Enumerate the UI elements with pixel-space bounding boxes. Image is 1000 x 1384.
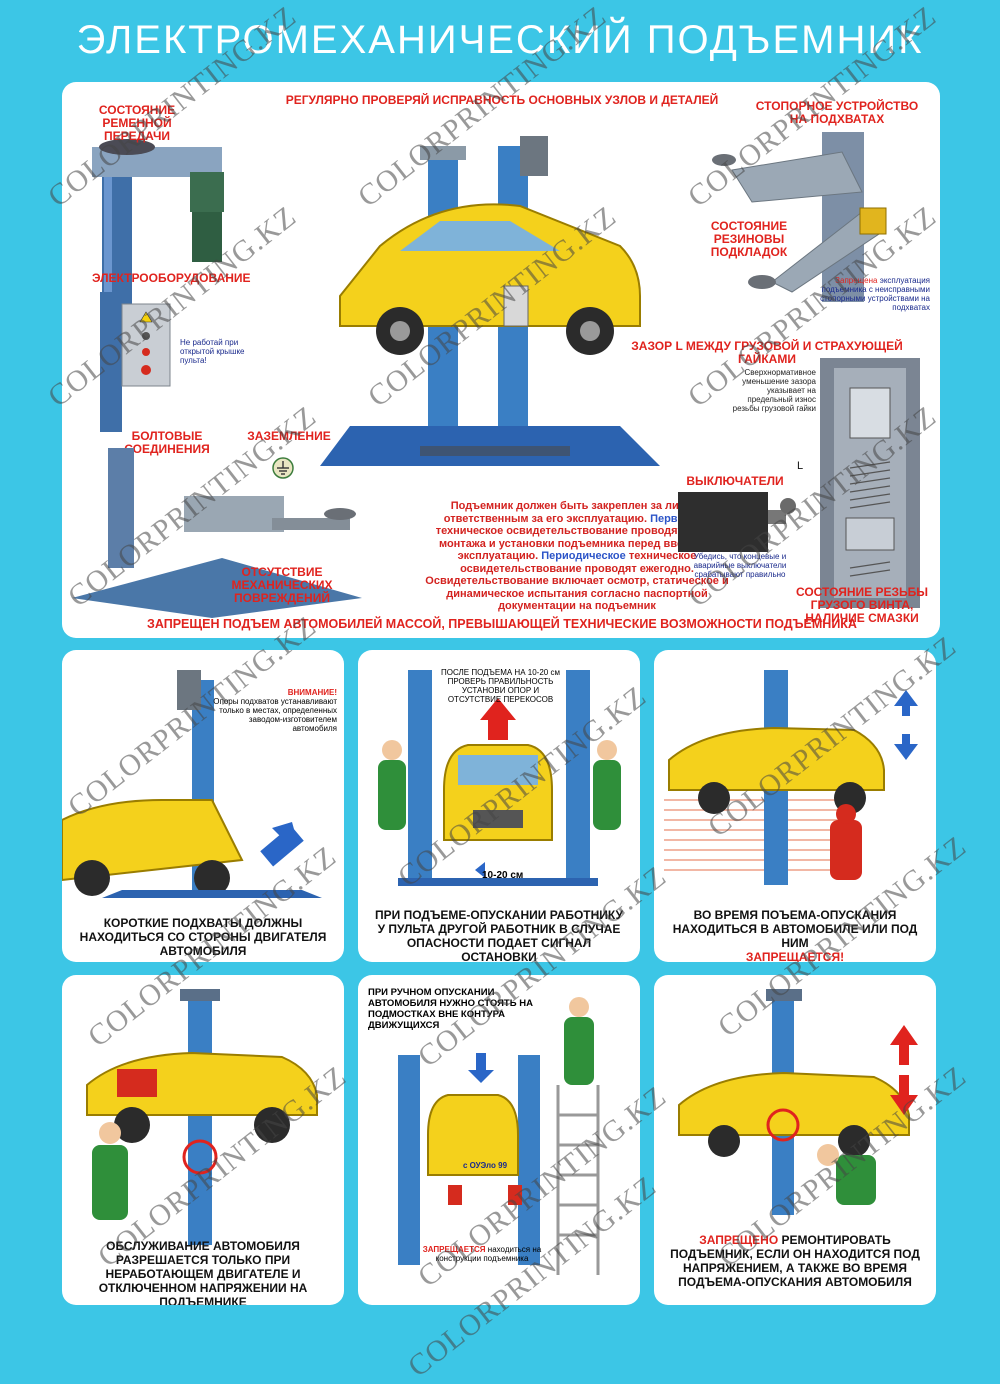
main-lift-illustration [320,136,660,466]
card3-illustration [664,670,918,885]
card-no-people: ВО ВРЕМЯ ПОЪЕМА-ОПУСКАНИЯ НАХОДИТЬСЯ В А… [654,650,936,962]
card6-illustration [678,989,918,1215]
card3-warning: ЗАПРЕЩАЕТСЯ! [745,950,845,962]
gap-note: Сверхнормативное уменьшение зазора указы… [732,368,816,413]
card4-caption: ОБСЛУЖИВАНИЕ АВТОМОБИЛЯ РАЗРЕШАЕТСЯ ТОЛЬ… [98,1239,308,1305]
gap-dimension: L [797,460,804,472]
grounding-label: ЗАЗЕМЛЕНИЕ [247,429,331,443]
switches-note: Убедись, что концевые и аварийные выключ… [693,552,787,579]
card-no-repair: ЗАПРЕЩЕНО РЕМОНТИРОВАТЬ ПОДЪЕМНИК, ЕСЛИ … [654,975,936,1305]
screw-thread-label: СОСТОЯНИЕ РЕЗЬБЫ ГРУЗОГО ВИНТА, НАЛИЧИЕ … [795,585,929,625]
card1-caption: КОРОТКИЕ ПОДХВАТЫ ДОЛЖНЫ НАХОДИТЬСЯ СО С… [79,916,327,958]
belt-drive-illustration [92,139,224,352]
card4-illustration [86,989,318,1245]
grounding-icon [272,457,294,479]
stopper-label: СТОПОРНОЕ УСТРОЙСТВО НА ПОДХВАТАХ [755,99,919,126]
card6-warning: ЗАПРЕЩЕНО [699,1233,779,1247]
card-short-arms: ВНИМАНИЕ! Опоры подхватов устанавливают … [62,650,344,962]
no-damage-label: ОТСУТСТВИЕ МЕХАНИЧЕСКИХ ПОВРЕЖДЕНИЙ [231,565,333,605]
stopper-illustration [712,132,887,302]
stopper-forbidden-note: Запрещена эксплуатация подъемника с неис… [820,276,930,312]
card2-caption: ПРИ ПОДЪЕМЕ-ОПУСКАНИИ РАБОТНИКУ У ПУЛЬТА… [375,908,623,962]
electrical-label: ЭЛЕКТРООБОРУДОВАНИЕ [92,271,251,285]
card5-warning: ЗАПРЕЩАЕТСЯ находиться на конструкции по… [422,1245,542,1263]
card2-dimension: 10-20 см [482,870,524,881]
card5-illustration [398,997,600,1275]
inspection-header: РЕГУЛЯРНО ПРОВЕРЯЙ ИСПРАВНОСТЬ ОСНОВНЫХ … [285,93,719,107]
screw-illustration [820,358,920,608]
card-engine-off: ОБСЛУЖИВАНИЕ АВТОМОБИЛЯ РАЗРЕШАЕТСЯ ТОЛЬ… [62,975,344,1305]
no-open-warning: Не работай при открытой крышке пульта! [180,338,245,365]
control-box-illustration [100,292,171,432]
card3-caption: ВО ВРЕМЯ ПОЪЕМА-ОПУСКАНИЯ НАХОДИТЬСЯ В А… [654,908,936,962]
card1-note: Опоры подхватов устанавливают только в м… [213,697,337,733]
limit-switch-illustration [678,492,796,552]
card2-illustration [378,670,621,886]
lift-arm-illustration [72,448,362,618]
card1-illustration [62,670,322,898]
card-signal: ПОСЛЕ ПОДЪЕМА НА 10-20 см ПРОВЕРЬ ПРАВИЛ… [358,650,640,962]
belt-label: СОСТОЯНИЕ РЕМЕННОЙ ПЕРЕДАЧИ [98,103,176,143]
card-manual-lowering: ПРИ РУЧНОМ ОПУСКАНИИ АВТОМОБИЛЯ НУЖНО СТ… [358,975,640,1305]
card6-caption: ЗАПРЕЩЕНО РЕМОНТИРОВАТЬ ПОДЪЕМНИК, ЕСЛИ … [670,1233,920,1289]
gap-label: ЗАЗОР L МЕЖДУ ГРУЗОВОЙ И СТРАХУЮЩЕЙ ГАЙК… [631,339,903,366]
switches-label: ВЫКЛЮЧАТЕЛИ [686,474,784,488]
inspection-panel: РЕГУЛЯРНО ПРОВЕРЯЙ ИСПРАВНОСТЬ ОСНОВНЫХ … [62,82,940,638]
page-title: ЭЛЕКТРОМЕХАНИЧЕСКИЙ ПОДЪЕМНИК [76,18,924,62]
card5-plate: с ОУЭло 99 [454,1161,516,1170]
inspection-rules-text: Подъемник должен быть закреплен за лицом… [425,500,729,612]
bolts-label: БОЛТОВЫЕ СОЕДИНЕНИЯ [124,429,210,456]
rubber-pads-label: СОСТОЯНИЕ РЕЗИНОВЫ ПОДКЛАДОК [710,219,788,259]
capacity-ban-text: ЗАПРЕЩЕН ПОДЪЕМ АВТОМОБИЛЕЙ МАССОЙ, ПРЕВ… [147,617,857,631]
card5-caption: ПРИ РУЧНОМ ОПУСКАНИИ АВТОМОБИЛЯ НУЖНО СТ… [368,987,533,1031]
card2-note: ПОСЛЕ ПОДЪЕМА НА 10-20 см ПРОВЕРЬ ПРАВИЛ… [441,668,560,704]
card1-note-title: ВНИМАНИЕ! [287,688,337,697]
